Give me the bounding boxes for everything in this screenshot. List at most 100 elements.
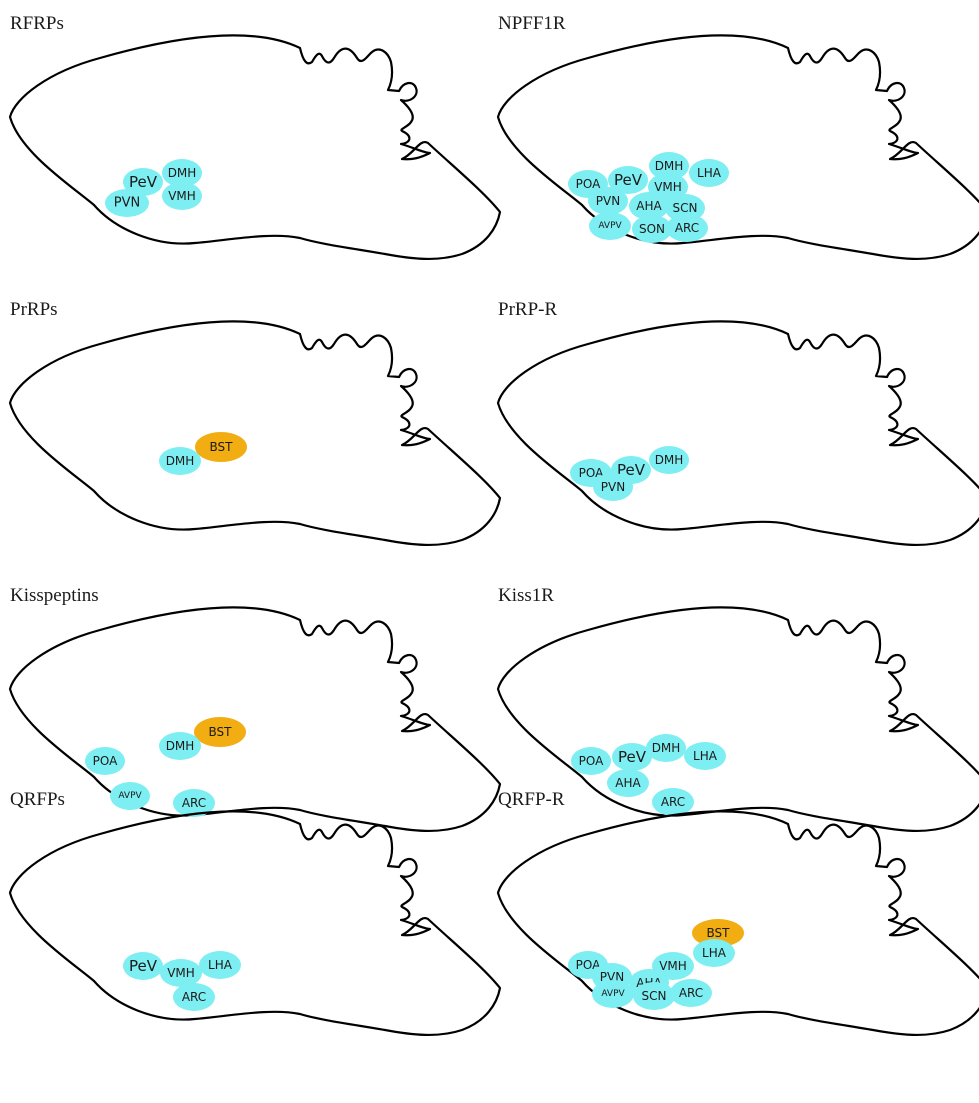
region-marker [159,447,201,475]
region-marker [693,939,735,967]
region-vmh: VMH [160,959,202,987]
region-label: PVN [601,480,625,494]
region-marker [110,782,150,810]
region-pvn: PVN [593,473,633,501]
region-marker [571,747,611,775]
region-label: PVN [114,196,140,211]
panel-title: PrRP-R [498,299,557,320]
region-label: LHA [697,166,722,180]
region-marker [649,152,689,180]
region-label: PeV [617,461,646,479]
region-dmh: DMH [649,152,689,180]
region-dmh: DMH [649,446,689,474]
region-bst: BST [195,432,247,462]
region-label: ARC [679,986,703,1000]
region-marker [652,788,694,816]
region-label: VMH [167,966,195,980]
brain-outline [8,34,502,261]
region-pev: PeV [123,952,163,980]
region-label: DMH [655,159,684,173]
region-label: POA [576,958,601,972]
region-avpv: AVPV [592,980,634,1008]
region-avpv: AVPV [589,212,631,240]
region-label: VMH [654,180,682,194]
region-dmh: DMH [162,159,202,187]
region-marker [160,959,202,987]
region-label: BST [707,926,731,940]
region-marker [593,473,633,501]
region-lha: LHA [684,742,726,770]
brain-outline [496,810,979,1037]
region-pev: PeV [612,743,652,771]
region-label: ARC [182,796,206,810]
region-scn: SCN [665,194,705,222]
region-arc: ARC [652,788,694,816]
region-marker [199,951,241,979]
region-marker [608,166,648,194]
region-vmh: VMH [162,182,202,210]
region-marker [159,732,201,760]
region-label: ARC [182,990,206,1004]
region-marker [173,789,215,817]
region-pev: PeV [608,166,648,194]
region-label: LHA [693,749,718,763]
region-label: LHA [702,946,727,960]
panel-qrfp-r: QRFP-RBSTLHAPOAVMHPVNAHAAVPVSCNARC [496,789,979,1037]
brain-outline [496,606,979,833]
region-marker [588,187,628,215]
region-label: POA [576,177,601,191]
region-lha: LHA [199,951,241,979]
region-marker [162,182,202,210]
region-label: SON [639,222,665,236]
panel-title: QRFPs [10,789,65,810]
region-marker [629,192,669,220]
region-label: AVPV [601,989,625,999]
region-label: POA [579,754,604,768]
region-marker [666,214,708,242]
region-marker [684,742,726,770]
region-poa: POA [85,747,125,775]
region-label: VMH [168,189,196,203]
region-marker [665,194,705,222]
region-label: ARC [675,221,699,235]
region-pvn: PVN [588,187,628,215]
region-arc: ARC [666,214,708,242]
region-label: SCN [642,989,667,1003]
region-marker [123,168,163,196]
region-dmh: DMH [159,732,201,760]
region-label: LHA [208,958,233,972]
region-aha: AHA [607,769,649,797]
region-marker [592,980,634,1008]
panel-title: PrRPs [10,299,58,320]
region-marker [85,747,125,775]
region-lha: LHA [689,159,729,187]
brain-outline [8,320,502,547]
region-bst: BST [692,919,744,947]
region-marker [195,432,247,462]
region-label: BST [210,440,234,454]
region-label: SCN [673,201,698,215]
panel-title: Kisspeptins [10,585,99,606]
region-marker [194,717,246,747]
panel-title: Kiss1R [498,585,554,606]
region-pev: PeV [123,168,163,196]
region-label: PeV [614,171,643,189]
region-marker [173,983,215,1011]
region-marker [646,734,686,762]
region-marker [105,189,149,217]
region-label: AHA [615,776,641,790]
region-label: PeV [618,748,647,766]
region-son: SON [632,215,672,243]
region-dmh: DMH [159,447,201,475]
region-marker [123,952,163,980]
region-scn: SCN [633,982,675,1010]
panel-title: RFRPs [10,13,64,34]
region-label: ARC [661,795,685,809]
region-label: PeV [129,957,158,975]
region-label: DMH [166,739,195,753]
